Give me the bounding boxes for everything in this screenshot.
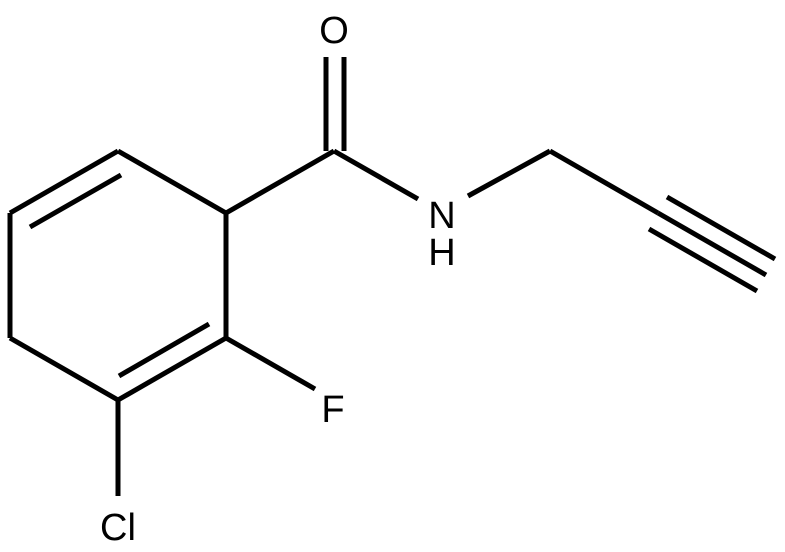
fluorine-label: F [321, 389, 344, 431]
ring-bond-bottom-right-inner [117, 321, 211, 379]
nitrogen-label: N [428, 195, 455, 237]
aryl-carbonyl-bond [224, 148, 336, 216]
chlorine-label: Cl [100, 507, 136, 549]
triple-bond-bottom [647, 226, 759, 294]
ring-bond-top-left-inner [28, 172, 123, 230]
cf-bond [224, 335, 317, 392]
ring-bond-top-right [116, 148, 228, 216]
n-methylene-bond [466, 148, 552, 199]
ring-bond-bottom-left [8, 335, 120, 403]
ring-bond-top-left [8, 148, 120, 216]
oxygen-label: O [319, 10, 349, 52]
ring-bond-bottom-right [116, 335, 228, 403]
hydrogen-label: H [428, 232, 455, 274]
triple-bond-middle [656, 210, 768, 278]
amide-cn-bond [332, 148, 420, 202]
methylene-alkyne-bond [548, 148, 660, 216]
triple-bond-top [665, 194, 777, 262]
